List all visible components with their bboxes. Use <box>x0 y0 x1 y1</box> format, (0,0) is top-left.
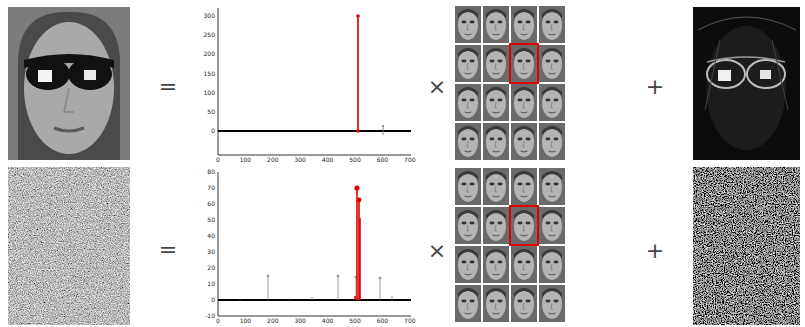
error-noise-image <box>693 167 800 325</box>
y-tick-label: 70 <box>207 185 215 191</box>
training-faces-top <box>455 6 565 160</box>
x-tick-label: 0 <box>216 318 220 324</box>
y-tick-label: -10 <box>205 313 215 319</box>
corrupted-image <box>8 167 130 325</box>
x-tick-label: 200 <box>267 157 278 163</box>
plus-sign: + <box>646 76 664 98</box>
plus-sign: + <box>646 240 664 262</box>
y-tick-label: 100 <box>204 90 215 96</box>
x-tick-label: 200 <box>267 318 278 324</box>
times-sign: × <box>428 76 446 98</box>
y-tick-label: 30 <box>207 249 215 255</box>
y-tick-label: 0 <box>211 128 215 134</box>
y-tick-label: 20 <box>207 265 215 271</box>
y-tick-label: 60 <box>207 201 215 207</box>
x-tick-label: 0 <box>216 157 220 163</box>
x-tick-label: 300 <box>294 318 305 324</box>
y-tick-label: 0 <box>211 297 215 303</box>
y-tick-label: 40 <box>207 233 215 239</box>
equals-sign: = <box>159 76 177 98</box>
x-tick-label: 700 <box>404 318 415 324</box>
x-tick-label: 500 <box>349 157 360 163</box>
y-tick-label: 50 <box>207 217 215 223</box>
y-tick-label: 300 <box>204 13 215 19</box>
occluded-face <box>8 7 130 160</box>
y-tick-label: 150 <box>204 71 215 77</box>
error-image <box>693 7 800 160</box>
y-tick-label: 250 <box>204 32 215 38</box>
x-tick-label: 600 <box>377 157 388 163</box>
equals-sign: = <box>159 239 177 261</box>
x-tick-label: 400 <box>322 318 333 324</box>
times-sign: × <box>428 240 446 262</box>
x-tick-label: 100 <box>240 157 251 163</box>
x-tick-label: 100 <box>240 318 251 324</box>
x-tick-label: 400 <box>322 157 333 163</box>
x-tick-label: 600 <box>377 318 388 324</box>
y-tick-label: 80 <box>207 169 215 175</box>
x-tick-label: 500 <box>349 318 360 324</box>
y-tick-label: 200 <box>204 51 215 57</box>
x-tick-label: 700 <box>404 157 415 163</box>
y-tick-label: 10 <box>207 281 215 287</box>
training-faces-bottom <box>455 168 565 322</box>
coefficient-plot-bottom <box>218 172 411 316</box>
x-tick-label: 300 <box>294 157 305 163</box>
y-tick-label: 50 <box>207 109 215 115</box>
coefficient-plot-top <box>218 8 411 155</box>
